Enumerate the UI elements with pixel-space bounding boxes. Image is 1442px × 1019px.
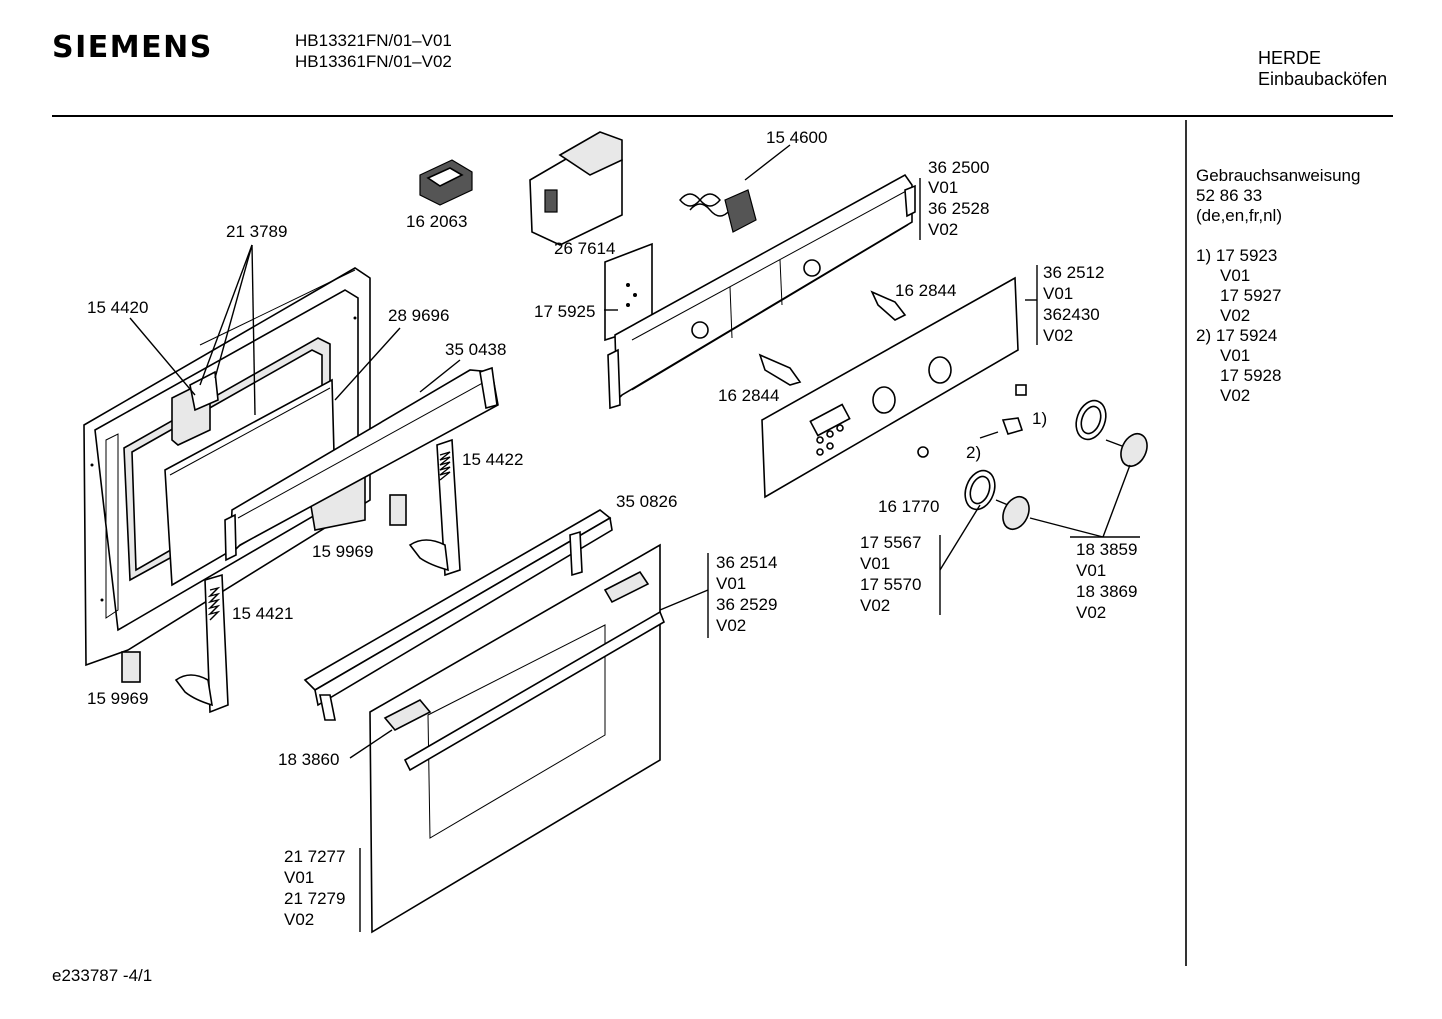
label-362430-v02: V02 [1043, 326, 1073, 345]
label-15-4600: 15 4600 [766, 128, 827, 147]
label-35-0438: 35 0438 [445, 340, 506, 359]
marker-1: 1) [1032, 409, 1047, 428]
label-21-7277-v01: V01 [284, 868, 314, 887]
knob-ring-right [1075, 399, 1107, 441]
hinge-right [389, 438, 461, 577]
selector-switch [419, 159, 473, 206]
thermostat-unit [529, 131, 623, 246]
label-16-1770: 16 1770 [878, 497, 939, 516]
sidebar: Gebrauchsanweisung 52 86 33 (de,en,fr,nl… [1196, 166, 1360, 406]
hinge-left [121, 573, 229, 714]
label-15-4422: 15 4422 [462, 450, 523, 469]
footer-code: e233787 -4/1 [52, 966, 153, 985]
label-21-7279-v02: V02 [284, 910, 314, 929]
lamp-holder-upper [870, 290, 907, 321]
label-36-2512-v01: V01 [1043, 284, 1073, 303]
label-36-2528: 36 2528 [928, 199, 989, 218]
label-15-4421: 15 4421 [232, 604, 293, 623]
sidebar-entry-2: 2) 17 5924 [1196, 326, 1278, 345]
control-panel-back [607, 173, 916, 410]
label-36-2514: 36 2514 [716, 553, 777, 572]
sidebar-entry-1: 1) 17 5923 [1196, 246, 1278, 265]
category-line-1: HERDE [1258, 48, 1322, 68]
label-18-3869: 18 3869 [1076, 582, 1137, 601]
label-16-2844-upper: 16 2844 [895, 281, 956, 300]
sidebar-entry-1-line: V01 [1220, 266, 1251, 285]
model-number-1: HB13321FN/01–V01 [295, 31, 452, 50]
label-21-7277: 21 7277 [284, 847, 345, 866]
label-17-5570: 17 5570 [860, 575, 921, 594]
label-15-4420: 15 4420 [87, 298, 148, 317]
sidebar-entry-1-line: V02 [1220, 306, 1251, 325]
knob-ring-left [964, 469, 996, 511]
lamp-holder-lower [758, 353, 802, 386]
label-17-5567-v01: V01 [860, 554, 890, 573]
label-15-9969-left: 15 9969 [87, 689, 148, 708]
door-top-rail [303, 509, 613, 721]
label-18-3860: 18 3860 [278, 750, 339, 769]
thermostat-probe [679, 144, 791, 233]
sidebar-entry-2-line: V01 [1220, 346, 1251, 365]
manual-languages: (de,en,fr,nl) [1196, 206, 1282, 225]
control-panel-front [761, 276, 1019, 499]
label-36-2528-v02: V02 [928, 220, 958, 239]
marker-2: 2) [966, 443, 981, 462]
category-line-2: Einbaubacköfen [1258, 69, 1388, 89]
brand-logo: SIEMENS [52, 30, 213, 65]
knob-right [1105, 432, 1148, 468]
sidebar-entry-1-line: 17 5927 [1220, 286, 1282, 305]
label-16-2063: 16 2063 [406, 212, 467, 231]
small-screws [917, 384, 1027, 458]
label-15-9969-right: 15 9969 [312, 542, 373, 561]
hinge-holder-part [171, 370, 219, 446]
door-bracket [224, 366, 499, 562]
label-16-2844-lower: 16 2844 [718, 386, 779, 405]
label-17-5567: 17 5567 [860, 533, 921, 552]
label-18-3869-v02: V02 [1076, 603, 1106, 622]
label-17-5925: 17 5925 [534, 302, 595, 321]
manual-number: 52 86 33 [1196, 186, 1263, 205]
sidebar-entry-2-line: V02 [1220, 386, 1251, 405]
label-18-3859-v01: V01 [1076, 561, 1106, 580]
label-21-3789: 21 3789 [226, 222, 287, 241]
label-18-3859: 18 3859 [1076, 540, 1137, 559]
label-26-7614: 26 7614 [554, 239, 615, 258]
label-36-2529-v02: V02 [716, 616, 746, 635]
sidebar-entry-2-line: 17 5928 [1220, 366, 1282, 385]
label-36-2529: 36 2529 [716, 595, 777, 614]
leader-lines [129, 178, 1140, 932]
label-36-2512: 36 2512 [1043, 263, 1104, 282]
label-21-7279: 21 7279 [284, 889, 345, 908]
model-number-2: HB13361FN/01–V02 [295, 52, 452, 71]
label-36-2500-v01: V01 [928, 178, 958, 197]
label-17-5570-v02: V02 [860, 596, 890, 615]
label-36-2500: 36 2500 [928, 158, 989, 177]
label-36-2514-v01: V01 [716, 574, 746, 593]
outer-door [369, 543, 665, 934]
manual-title: Gebrauchsanweisung [1196, 166, 1361, 185]
label-35-0826: 35 0826 [616, 492, 677, 511]
label-28-9696: 28 9696 [388, 306, 449, 325]
knob-left [995, 495, 1030, 531]
label-362430: 362430 [1043, 305, 1100, 324]
